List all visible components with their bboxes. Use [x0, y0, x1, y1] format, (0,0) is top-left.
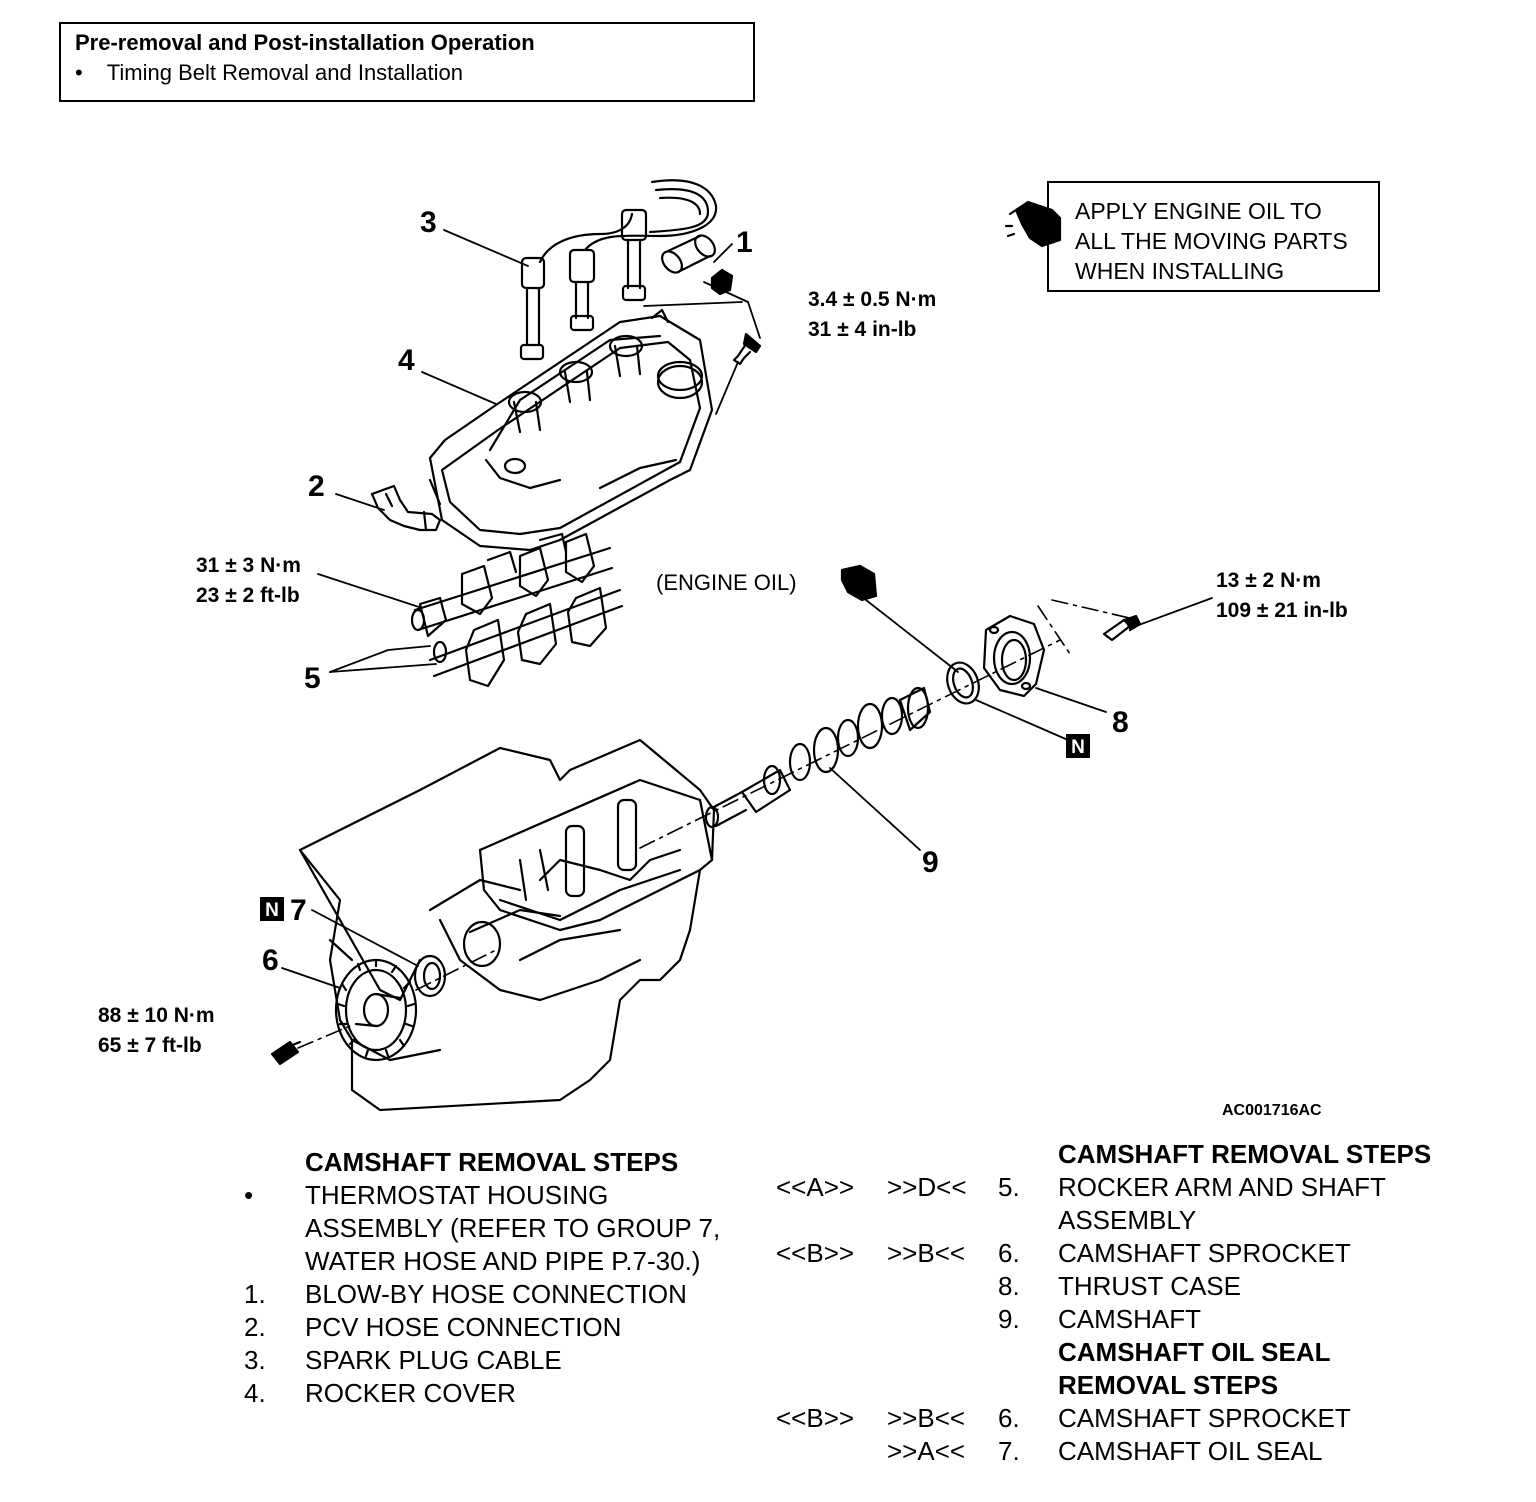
torque-rocker-ftlb: 23 ± 2 ft-lb: [196, 584, 300, 607]
oil-can-icon: [1004, 200, 1062, 248]
left-steps-list: CAMSHAFT REMOVAL STEPS • THERMOSTAT HOUS…: [244, 1146, 734, 1410]
list-item-text: PCV HOSE CONNECTION: [305, 1312, 622, 1342]
step-number: 7.: [998, 1436, 1020, 1466]
step-text: CAMSHAFT: [1058, 1304, 1201, 1334]
right-steps-heading-2: CAMSHAFT OIL SEAL REMOVAL STEPS: [1058, 1337, 1331, 1400]
install-ref: >>A<<: [887, 1436, 966, 1466]
step-number: 9.: [998, 1304, 1020, 1334]
torque-rocker-nm: 31 ± 3 N·m: [196, 554, 301, 577]
list-item: >>A<< 7. CAMSHAFT OIL SEAL: [776, 1435, 1496, 1468]
spark-plug-cables: [519, 179, 718, 361]
list-item-text: SPARK PLUG CABLE: [305, 1345, 562, 1375]
cover-bolt: [732, 332, 762, 366]
list-item-number: •: [244, 1180, 254, 1210]
engine-oil-label: (ENGINE OIL): [656, 570, 797, 595]
removal-ref: <<B>>: [776, 1403, 855, 1433]
center-lines: [297, 599, 1139, 1049]
left-steps-heading: CAMSHAFT REMOVAL STEPS: [305, 1147, 679, 1177]
callout-1: 1: [736, 226, 753, 259]
callout-7: 7: [290, 894, 307, 927]
torque-thrust-bolt-inlb: 109 ± 21 in-lb: [1216, 599, 1348, 622]
step-text: ROCKER ARM AND SHAFT ASSEMBLY: [1058, 1172, 1386, 1235]
engine-oil-can-icon: [840, 564, 878, 602]
list-item: 2. PCV HOSE CONNECTION: [244, 1311, 734, 1344]
callout-4: 4: [398, 344, 415, 377]
step-number: 8.: [998, 1271, 1020, 1301]
camshaft: [704, 686, 932, 829]
list-item: 8. THRUST CASE: [776, 1270, 1496, 1303]
list-item-number: 1.: [244, 1279, 266, 1309]
engine-oil-note-box: APPLY ENGINE OIL TO ALL THE MOVING PARTS…: [1047, 181, 1380, 292]
figure-code: AC001716AC: [1222, 1102, 1322, 1119]
blow-by-hose: [661, 234, 734, 296]
right-steps-heading-1: CAMSHAFT REMOVAL STEPS: [1058, 1139, 1432, 1169]
pre-removal-item: • Timing Belt Removal and Installation: [75, 60, 739, 86]
step-number: 5.: [998, 1172, 1020, 1202]
install-ref: >>B<<: [887, 1403, 966, 1433]
leader-lines: [281, 229, 1213, 989]
pre-removal-item-text: Timing Belt Removal and Installation: [106, 60, 464, 85]
thrust-case: [982, 614, 1046, 698]
bullet: •: [75, 60, 83, 85]
pcv-hose: [370, 484, 442, 532]
callout-3: 3: [420, 206, 437, 239]
callout-5: 5: [304, 662, 321, 695]
camshaft-oil-seal: [413, 954, 447, 998]
removal-ref: <<B>>: [776, 1238, 855, 1268]
rocker-cover: [428, 308, 714, 552]
callout-2: 2: [308, 470, 325, 503]
callout-8: 8: [1112, 706, 1129, 739]
list-item-text: BLOW-BY HOSE CONNECTION: [305, 1279, 687, 1309]
list-item: 4. ROCKER COVER: [244, 1377, 734, 1410]
torque-sprocket-ftlb: 65 ± 7 ft-lb: [98, 1034, 202, 1057]
rocker-arm-shaft-assembly: [410, 532, 624, 688]
step-number: 6.: [998, 1238, 1020, 1268]
list-item: • THERMOSTAT HOUSING ASSEMBLY (REFER TO …: [244, 1179, 734, 1278]
right-steps-heading-row: CAMSHAFT OIL SEAL REMOVAL STEPS: [776, 1336, 1496, 1402]
o-ring: [946, 661, 980, 705]
right-steps-heading-row: CAMSHAFT REMOVAL STEPS: [776, 1138, 1496, 1171]
step-text: CAMSHAFT OIL SEAL: [1058, 1436, 1323, 1466]
step-number: 6.: [998, 1403, 1020, 1433]
sprocket-bolt: [270, 1040, 302, 1066]
torque-cover-bolt-inlb: 31 ± 4 in-lb: [808, 318, 916, 341]
list-item: 9. CAMSHAFT: [776, 1303, 1496, 1336]
list-item: 3. SPARK PLUG CABLE: [244, 1344, 734, 1377]
torque-thrust-bolt-nm: 13 ± 2 N·m: [1216, 569, 1321, 592]
right-steps-list: CAMSHAFT REMOVAL STEPS <<A>> >>D<< 5. RO…: [776, 1138, 1496, 1468]
list-item-number: 2.: [244, 1312, 266, 1342]
oil-note-line-1: APPLY ENGINE OIL TO: [1075, 198, 1322, 224]
pre-removal-box: Pre-removal and Post-installation Operat…: [59, 22, 755, 102]
list-item-text: THERMOSTAT HOUSING ASSEMBLY (REFER TO GR…: [305, 1180, 721, 1276]
new-part-letter: N: [1071, 737, 1085, 758]
new-part-mark-oring: N: [1066, 734, 1090, 758]
install-ref: >>D<<: [887, 1172, 967, 1202]
pre-removal-title: Pre-removal and Post-installation Operat…: [75, 30, 535, 55]
cylinder-head: [298, 738, 716, 1112]
callout-6: 6: [262, 944, 279, 977]
torque-sprocket-nm: 88 ± 10 N·m: [98, 1004, 215, 1027]
torque-cover-bolt-nm: 3.4 ± 0.5 N·m: [808, 288, 936, 311]
new-part-letter: N: [265, 900, 279, 921]
list-item-text: ROCKER COVER: [305, 1378, 516, 1408]
step-text: CAMSHAFT SPROCKET: [1058, 1238, 1351, 1268]
oil-note-line-2: ALL THE MOVING PARTS: [1075, 228, 1348, 254]
list-item: 1. BLOW-BY HOSE CONNECTION: [244, 1278, 734, 1311]
list-item-number: 3.: [244, 1345, 266, 1375]
oil-note-line-3: WHEN INSTALLING: [1075, 258, 1285, 284]
callout-9: 9: [922, 846, 939, 879]
camshaft-sprocket: [334, 958, 418, 1062]
list-item: <<B>> >>B<< 6. CAMSHAFT SPROCKET: [776, 1402, 1496, 1435]
list-item: <<B>> >>B<< 6. CAMSHAFT SPROCKET: [776, 1237, 1496, 1270]
step-text: CAMSHAFT SPROCKET: [1058, 1403, 1351, 1433]
install-ref: >>B<<: [887, 1238, 966, 1268]
step-text: THRUST CASE: [1058, 1271, 1241, 1301]
list-item-number: 4.: [244, 1378, 266, 1408]
new-part-mark-oil-seal: N: [260, 897, 284, 921]
list-item: <<A>> >>D<< 5. ROCKER ARM AND SHAFT ASSE…: [776, 1171, 1496, 1237]
removal-ref: <<A>>: [776, 1172, 855, 1202]
